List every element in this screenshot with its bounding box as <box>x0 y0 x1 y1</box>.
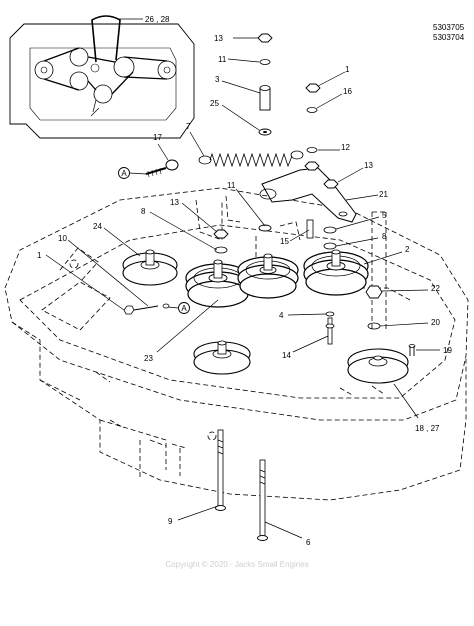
bolt-14 <box>325 311 335 345</box>
spindle-pulley-2 <box>303 249 369 296</box>
callout-13b: 13 <box>364 161 373 170</box>
hardware-stack-center <box>257 33 273 136</box>
callout-22: 22 <box>431 284 440 293</box>
callout-23: 23 <box>144 354 153 363</box>
idler-pulley-lower <box>193 340 251 375</box>
svg-text:A: A <box>121 169 127 178</box>
callout-13c: 13 <box>170 198 179 207</box>
spindle-pulley-24 <box>122 249 178 286</box>
callout-18-27: 18 , 27 <box>415 424 440 433</box>
part-number-2: 5303704 <box>433 33 465 42</box>
callout-8b: 8 <box>382 232 387 241</box>
callout-12: 12 <box>341 143 350 152</box>
callout-14: 14 <box>282 351 291 360</box>
reference-marker-a-1: A <box>118 167 147 179</box>
idler-pulley-18-27 <box>347 348 409 384</box>
callout-24: 24 <box>93 222 102 231</box>
tension-spring-7 <box>198 150 304 168</box>
idler-arm-21 <box>259 167 357 223</box>
reference-marker-a-2: A <box>167 302 190 314</box>
copyright-watermark: Copyright © 2020 - Jacks Small Engines <box>165 560 308 569</box>
callout-6: 6 <box>306 538 311 547</box>
eye-bolt-17 <box>145 159 179 178</box>
callout-11b: 11 <box>227 181 236 190</box>
callout-5: 5 <box>382 211 387 220</box>
bolt-1-10 <box>123 303 170 315</box>
callout-13a: 13 <box>214 34 223 43</box>
callout-15: 15 <box>280 237 289 246</box>
callout-17: 17 <box>153 133 162 142</box>
callout-8a: 8 <box>141 207 146 216</box>
svg-text:A: A <box>181 304 187 313</box>
callout-16: 16 <box>343 87 352 96</box>
callout-11a: 11 <box>218 55 227 64</box>
callout-4: 4 <box>279 311 284 320</box>
callout-19: 19 <box>443 346 452 355</box>
callout-9: 9 <box>168 517 173 526</box>
bolt-9 <box>215 429 226 511</box>
callout-3: 3 <box>215 75 220 84</box>
idler-pulley-center <box>237 253 299 299</box>
bolt-6 <box>257 459 268 541</box>
belt-routing-inset <box>9 15 195 139</box>
callout-group: 13 11 3 25 1 16 7 17 12 13 21 11 13 8 5 … <box>37 34 452 547</box>
callout-7: 7 <box>186 122 191 131</box>
callout-1b: 1 <box>37 251 42 260</box>
mower-deck <box>4 187 469 501</box>
part-number-1: 5303705 <box>433 23 465 32</box>
callout-10: 10 <box>58 234 67 243</box>
hardware-stack-far-right <box>365 285 416 356</box>
callout-26-28: 26 , 28 <box>145 15 170 24</box>
callout-25: 25 <box>210 99 219 108</box>
callout-2: 2 <box>405 245 410 254</box>
hardware-stack-left <box>213 229 229 254</box>
callout-20: 20 <box>431 318 440 327</box>
callout-21: 21 <box>379 190 388 199</box>
hardware-stack-right <box>258 83 339 250</box>
callout-1a: 1 <box>345 65 350 74</box>
